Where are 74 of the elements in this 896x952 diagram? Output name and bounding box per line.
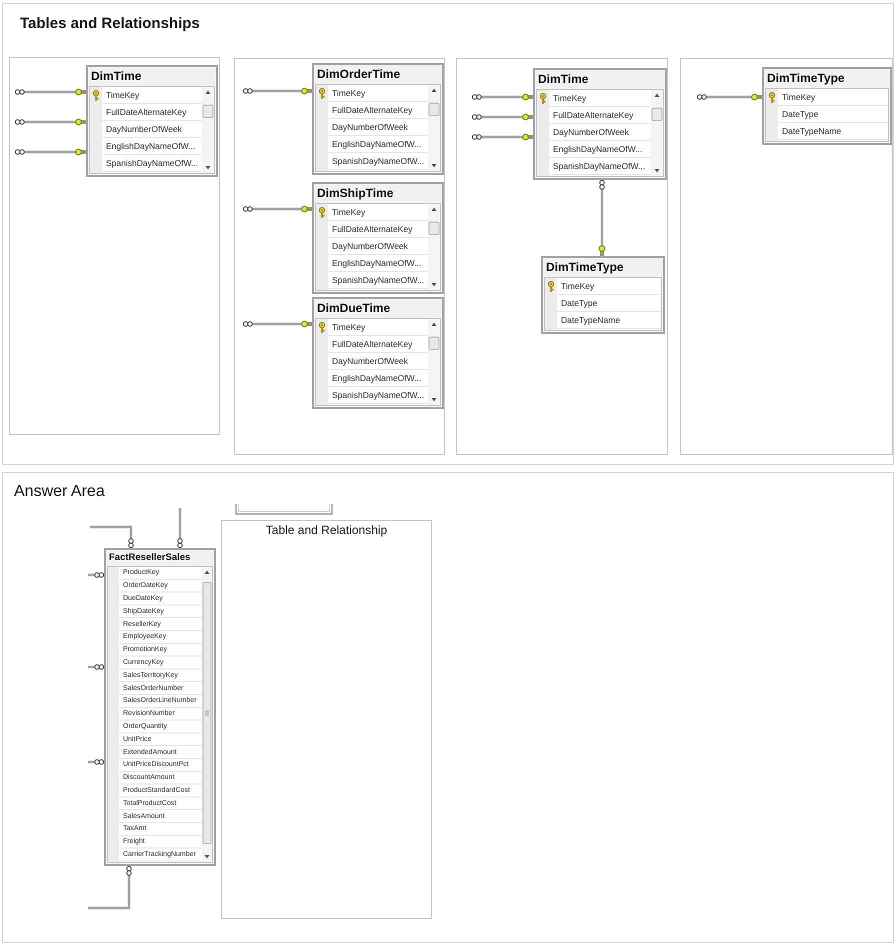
table-name: DimOrderTime [317, 68, 400, 82]
table-box [86, 65, 218, 177]
column-name: TimeKey [106, 90, 140, 100]
table-box [541, 256, 665, 334]
relationship-line [14, 88, 86, 96]
column-name: SpanishDayNameOfW... [553, 162, 646, 172]
relationship-line [88, 572, 104, 578]
table-box [312, 182, 444, 294]
relationship-line [88, 759, 104, 765]
drop-target [221, 520, 432, 919]
table-name: DimTime [91, 70, 142, 84]
column-name: EnglishDayNameOfW... [553, 144, 642, 154]
column-name: FullDateAlternateKey [106, 108, 186, 118]
relationship-line [242, 88, 312, 94]
column-name: SpanishDayNameOfW... [332, 156, 424, 166]
column-name: EnglishDayNameOfW... [332, 140, 422, 150]
column-name: FullDateAlternateKey [332, 340, 412, 350]
option-panel [456, 58, 668, 455]
table-box [533, 68, 667, 180]
drop-target-label: Table and Relationship [266, 524, 388, 538]
relationship-line [242, 206, 312, 212]
column-name: DayNumberOfWeek [332, 242, 408, 252]
column-name: EnglishDayNameOfW... [106, 142, 196, 152]
column-name: TimeKey [332, 322, 366, 332]
table-name: DimDueTime [317, 302, 390, 316]
table-box [312, 63, 444, 175]
relationship-line [598, 180, 606, 256]
column-name: DayNumberOfWeek [332, 356, 408, 366]
column-name: SpanishDayNameOfW... [332, 390, 424, 400]
column-name: DayNumberOfWeek [553, 128, 629, 138]
relationship-line [90, 526, 134, 548]
answer-panel [2, 472, 894, 943]
option-panel [9, 57, 220, 435]
question-panel [2, 3, 894, 465]
column-name: SpanishDayNameOfW... [106, 158, 198, 168]
panel-heading: Answer Area [14, 483, 105, 502]
relationship-line [696, 94, 762, 100]
table-box [762, 67, 892, 145]
column-name: FullDateAlternateKey [332, 224, 412, 234]
relationship-line [472, 114, 534, 120]
relationship-line [88, 664, 104, 670]
relationship-line [472, 134, 534, 140]
column-name: DateTypeName [561, 316, 620, 326]
column-name: DateType [782, 110, 818, 120]
column-name: TimeKey [332, 88, 366, 98]
option-panel [234, 58, 445, 455]
table-name: DimTimeType [546, 261, 624, 275]
column-name: TimeKey [332, 208, 366, 218]
table-name: DimShipTime [317, 187, 394, 201]
table-box [312, 297, 444, 409]
relationship-line [177, 508, 183, 548]
column-name: TimeKey [553, 94, 586, 104]
table-name: FactResellerSales [109, 553, 190, 564]
relationship-line [88, 866, 132, 910]
column-name: SpanishDayNameOfW... [332, 276, 424, 286]
table-name: DimTimeType [767, 72, 845, 86]
table-name: DimTime [538, 73, 588, 87]
column-name: DateType [561, 298, 598, 308]
column-name: DayNumberOfWeek [332, 122, 408, 132]
relationship-line [14, 148, 86, 156]
relationship-line [472, 94, 534, 100]
column-name: DateTypeName [782, 126, 842, 136]
column-name: FullDateAlternateKey [332, 106, 412, 116]
column-name: TimeKey [782, 92, 816, 102]
panel-heading: Tables and Relationships [20, 15, 200, 32]
relationship-line [242, 320, 312, 328]
table-box [104, 548, 216, 866]
column-name: EnglishDayNameOfW... [332, 258, 422, 268]
column-name: TimeKey [561, 282, 594, 292]
column-name: EnglishDayNameOfW... [332, 374, 422, 384]
relationship-line [14, 118, 86, 126]
column-name: DayNumberOfWeek [106, 124, 182, 134]
option-panel [680, 58, 893, 455]
column-name: FullDateAlternateKey [553, 110, 634, 120]
